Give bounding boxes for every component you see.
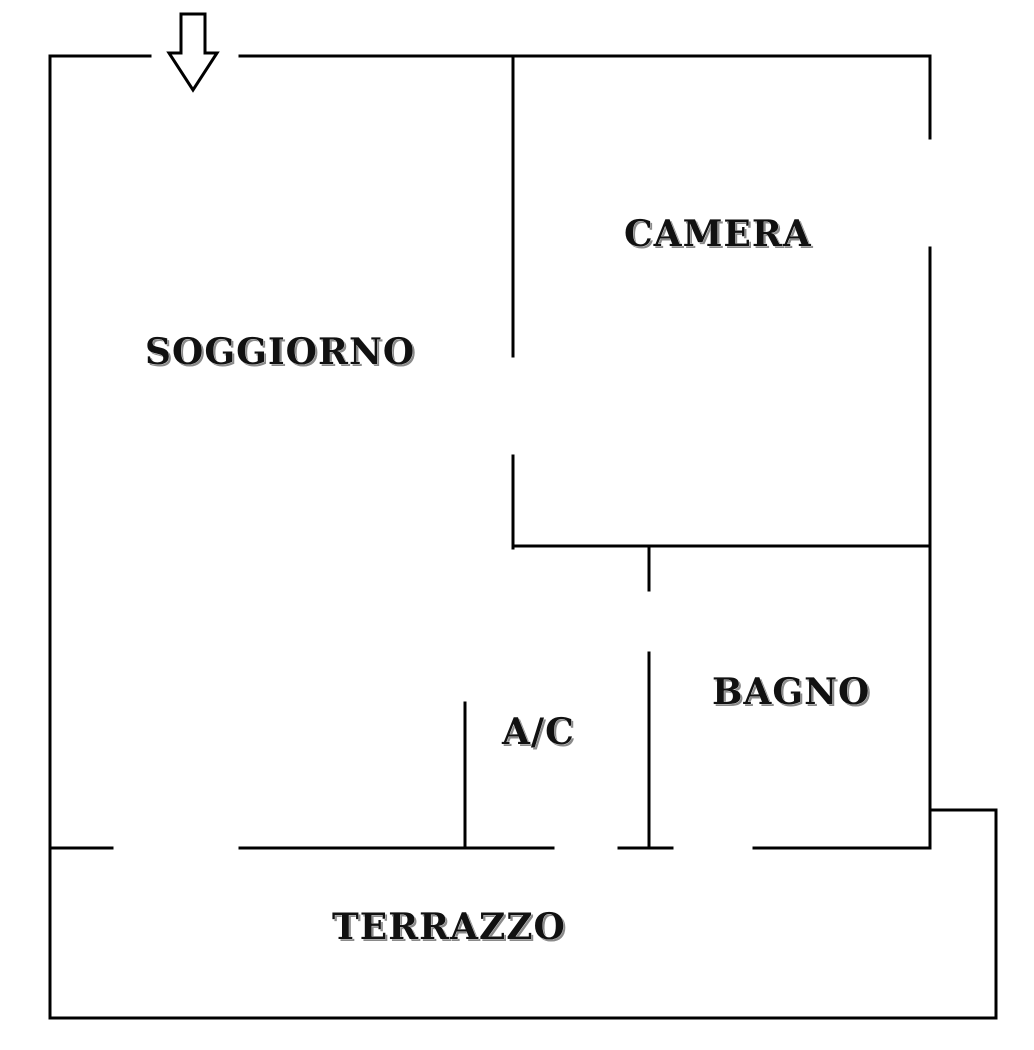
label-bagno: BAGNO <box>712 671 870 713</box>
label-ac-shadow: A/C <box>503 713 577 755</box>
label-camera: CAMERA <box>624 213 812 255</box>
label-terrazzo: TERRAZZO <box>332 906 566 948</box>
label-ac: A/C <box>501 711 575 753</box>
down-arrow-icon <box>166 12 220 93</box>
label-camera-shadow: CAMERA <box>626 215 814 257</box>
terrace-outline <box>48 808 998 1020</box>
label-bagno-shadow: BAGNO <box>714 673 872 715</box>
room-labels: SOGGIORNO SOGGIORNO CAMERA CAMERA BAGNO … <box>145 213 872 950</box>
label-soggiorno: SOGGIORNO <box>145 331 415 373</box>
interior-walls <box>463 54 932 850</box>
label-soggiorno-shadow: SOGGIORNO <box>147 333 417 375</box>
label-terrazzo-shadow: TERRAZZO <box>334 908 568 950</box>
outer-walls <box>48 54 932 1020</box>
